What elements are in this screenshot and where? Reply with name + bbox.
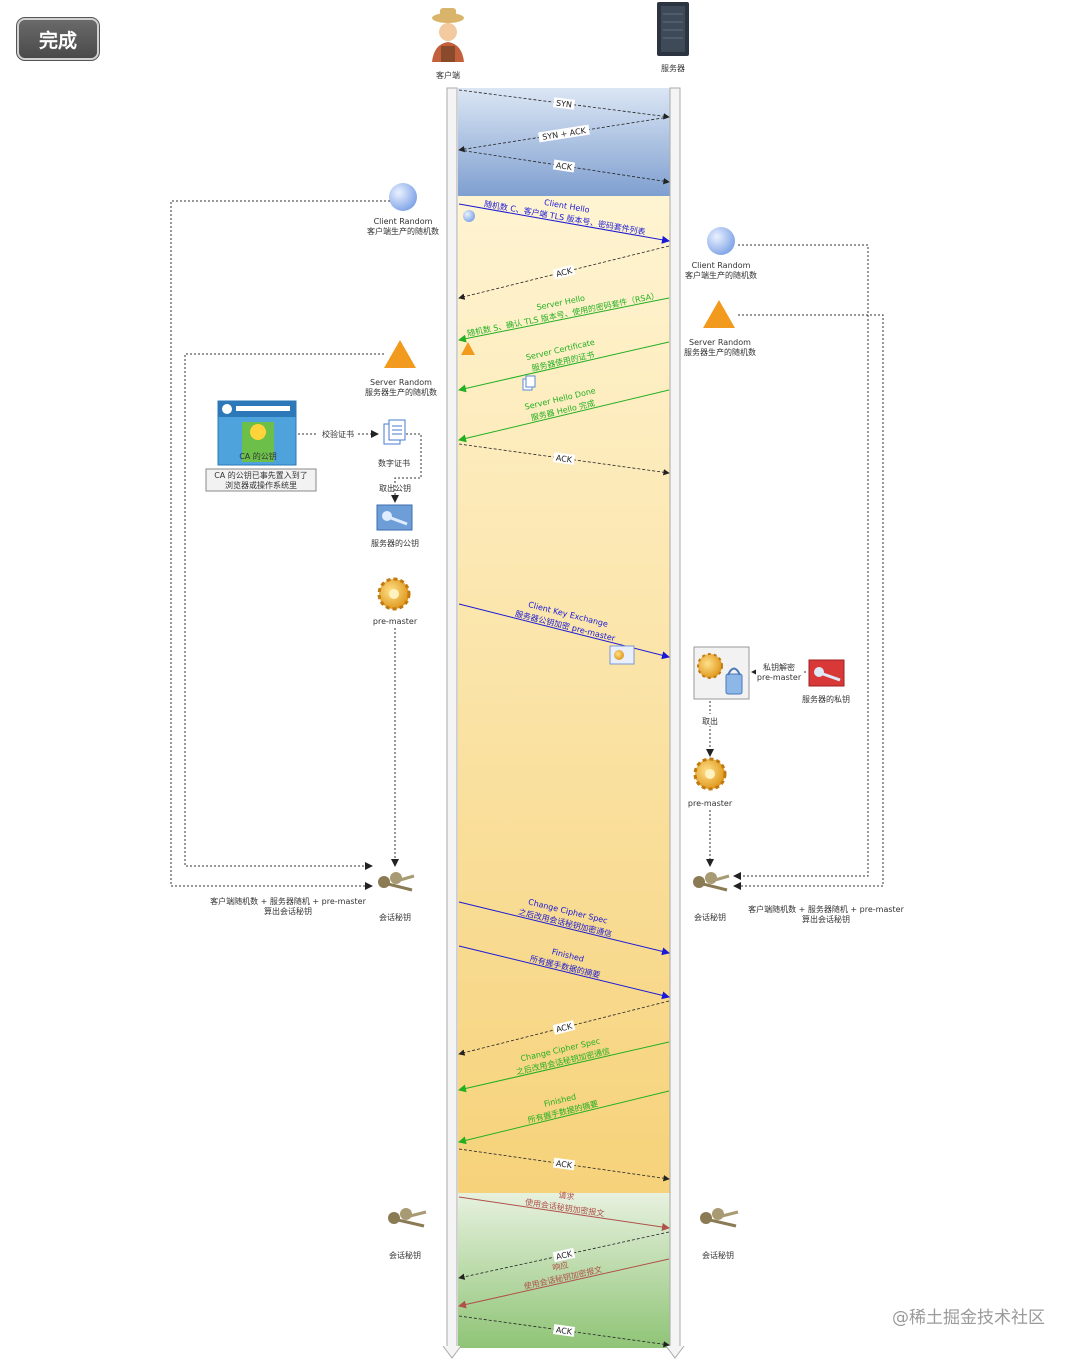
- message-arrow: [458, 1041, 670, 1093]
- message-label-bg: [552, 1324, 576, 1337]
- server-server-random-desc: 服务器生产的随机数: [684, 347, 756, 357]
- ca-note-line1: CA 的公钥已事先置入到了: [214, 470, 308, 480]
- server-server-random-label: Server Random: [689, 338, 751, 347]
- message-arrow: [458, 1090, 670, 1145]
- server-client-random-sphere-icon: [707, 227, 735, 255]
- take-out-label: 取出: [702, 716, 718, 726]
- encrypted-premaster-mini-icon: [609, 645, 635, 665]
- pre-master-label: pre-master: [373, 617, 418, 626]
- client-session-key-label: 会话秘钥: [379, 912, 411, 922]
- message-label: ACK: [555, 453, 573, 464]
- server-privkey-label: 服务器的私钥: [802, 694, 850, 704]
- message-arrow: [458, 1258, 670, 1309]
- message-label-bg: [552, 1020, 576, 1035]
- message-arrow: [458, 341, 670, 393]
- message-label: ACK: [555, 1021, 574, 1034]
- done-button[interactable]: 完成: [16, 17, 100, 61]
- client-random-sphere-icon: [389, 183, 417, 211]
- server-pre-master-label: pre-master: [688, 799, 733, 808]
- message-arrow: [458, 945, 670, 1000]
- server-random-mini-icon: [461, 342, 475, 355]
- message-label-bg: [552, 452, 576, 465]
- server-client-random-connector: [733, 244, 869, 880]
- server-random-connector: [184, 353, 384, 870]
- server-rack-icon: [657, 2, 689, 56]
- ca-pubkey-label: CA 的公钥: [239, 451, 277, 461]
- message-label-bg: [552, 1247, 576, 1263]
- message-label: ACK: [555, 266, 574, 279]
- client-person-icon: [432, 8, 464, 62]
- message-label-bg: [538, 124, 590, 143]
- message-label-bg: [552, 97, 576, 110]
- message-label: ACK: [555, 161, 573, 172]
- message-arrow: [458, 203, 670, 244]
- message-label-bg: [552, 264, 576, 280]
- server-formula-line2: 算出会话秘钥: [802, 914, 850, 924]
- verify-cert-label: 校验证书: [322, 429, 354, 439]
- server-privkey-icon: [808, 659, 845, 687]
- client-session-keys-icon-2: [388, 1208, 427, 1228]
- message-label: ACK: [555, 1249, 573, 1261]
- server-random-label: Server Random: [370, 378, 432, 387]
- app-data-band: [458, 1193, 670, 1348]
- client-label: 客户端: [436, 70, 460, 80]
- digital-certificate-icon: [383, 419, 406, 445]
- server-session-key-label: 会话秘钥: [694, 912, 726, 922]
- message-arrow: [458, 297, 670, 343]
- message-arrow: [458, 1196, 670, 1231]
- server-session-key-label-2: 会话秘钥: [702, 1250, 734, 1260]
- message-label: ACK: [555, 1325, 573, 1336]
- decrypt-label-2: pre-master: [757, 673, 802, 682]
- message-arrow: [458, 389, 670, 443]
- server-session-keys-icon: [693, 872, 730, 892]
- server-random-triangle-icon: [384, 340, 416, 368]
- client-session-keys-icon: [378, 872, 415, 892]
- client-random-mini-icon: [463, 210, 475, 222]
- server-pubkey-icon: [376, 504, 413, 531]
- client-lifeline: [442, 87, 462, 1359]
- watermark: @稀土掘金技术社区: [892, 1308, 1045, 1328]
- server-server-random-connector: [733, 314, 884, 890]
- server-random-desc: 服务器生产的随机数: [365, 387, 437, 397]
- message-arrow: [458, 245, 670, 300]
- decrypt-box-icon: [693, 646, 750, 700]
- server-pre-master-gear-icon: [693, 757, 727, 791]
- browser-window-icon: [217, 400, 297, 466]
- client-session-key-label-2: 会话秘钥: [389, 1250, 421, 1260]
- server-lifeline: [665, 87, 685, 1359]
- client-random-desc: 客户端生产的随机数: [367, 226, 439, 236]
- ca-note-box: [205, 468, 317, 492]
- certificate-mini-icon: [522, 375, 536, 391]
- message-title: 请求: [558, 1190, 575, 1202]
- client-formula-line2: 算出会话秘钥: [264, 906, 312, 916]
- message-label: SYN: [555, 99, 572, 110]
- client-formula-line1: 客户端随机数 + 服务器随机 + pre-master: [210, 896, 366, 906]
- server-client-random-label: Client Random: [692, 261, 751, 270]
- server-pubkey-label: 服务器的公钥: [371, 538, 419, 548]
- message-arrow: [458, 1000, 670, 1056]
- client-random-label: Client Random: [374, 217, 433, 226]
- ca-note-line2: 浏览器或操作系统里: [225, 480, 297, 490]
- take-pubkey-label: 取出公钥: [379, 483, 411, 493]
- server-client-random-desc: 客户端生产的随机数: [685, 270, 757, 280]
- server-formula-line1: 客户端随机数 + 服务器随机 + pre-master: [748, 904, 904, 914]
- pre-master-gear-icon: [377, 577, 411, 611]
- message-label: ACK: [555, 1159, 573, 1170]
- message-arrow: [458, 901, 670, 956]
- digital-cert-label: 数字证书: [378, 458, 410, 468]
- server-server-random-triangle-icon: [703, 300, 735, 328]
- take-pubkey-connector: [391, 433, 422, 503]
- server-label: 服务器: [661, 63, 685, 73]
- decrypt-label-1: 私钥解密: [763, 662, 795, 672]
- client-random-connector: [170, 200, 390, 890]
- message-label-bg: [552, 1157, 576, 1171]
- message-label-bg: [552, 159, 576, 173]
- server-session-keys-icon-2: [700, 1208, 739, 1228]
- message-title: 响应: [551, 1259, 569, 1272]
